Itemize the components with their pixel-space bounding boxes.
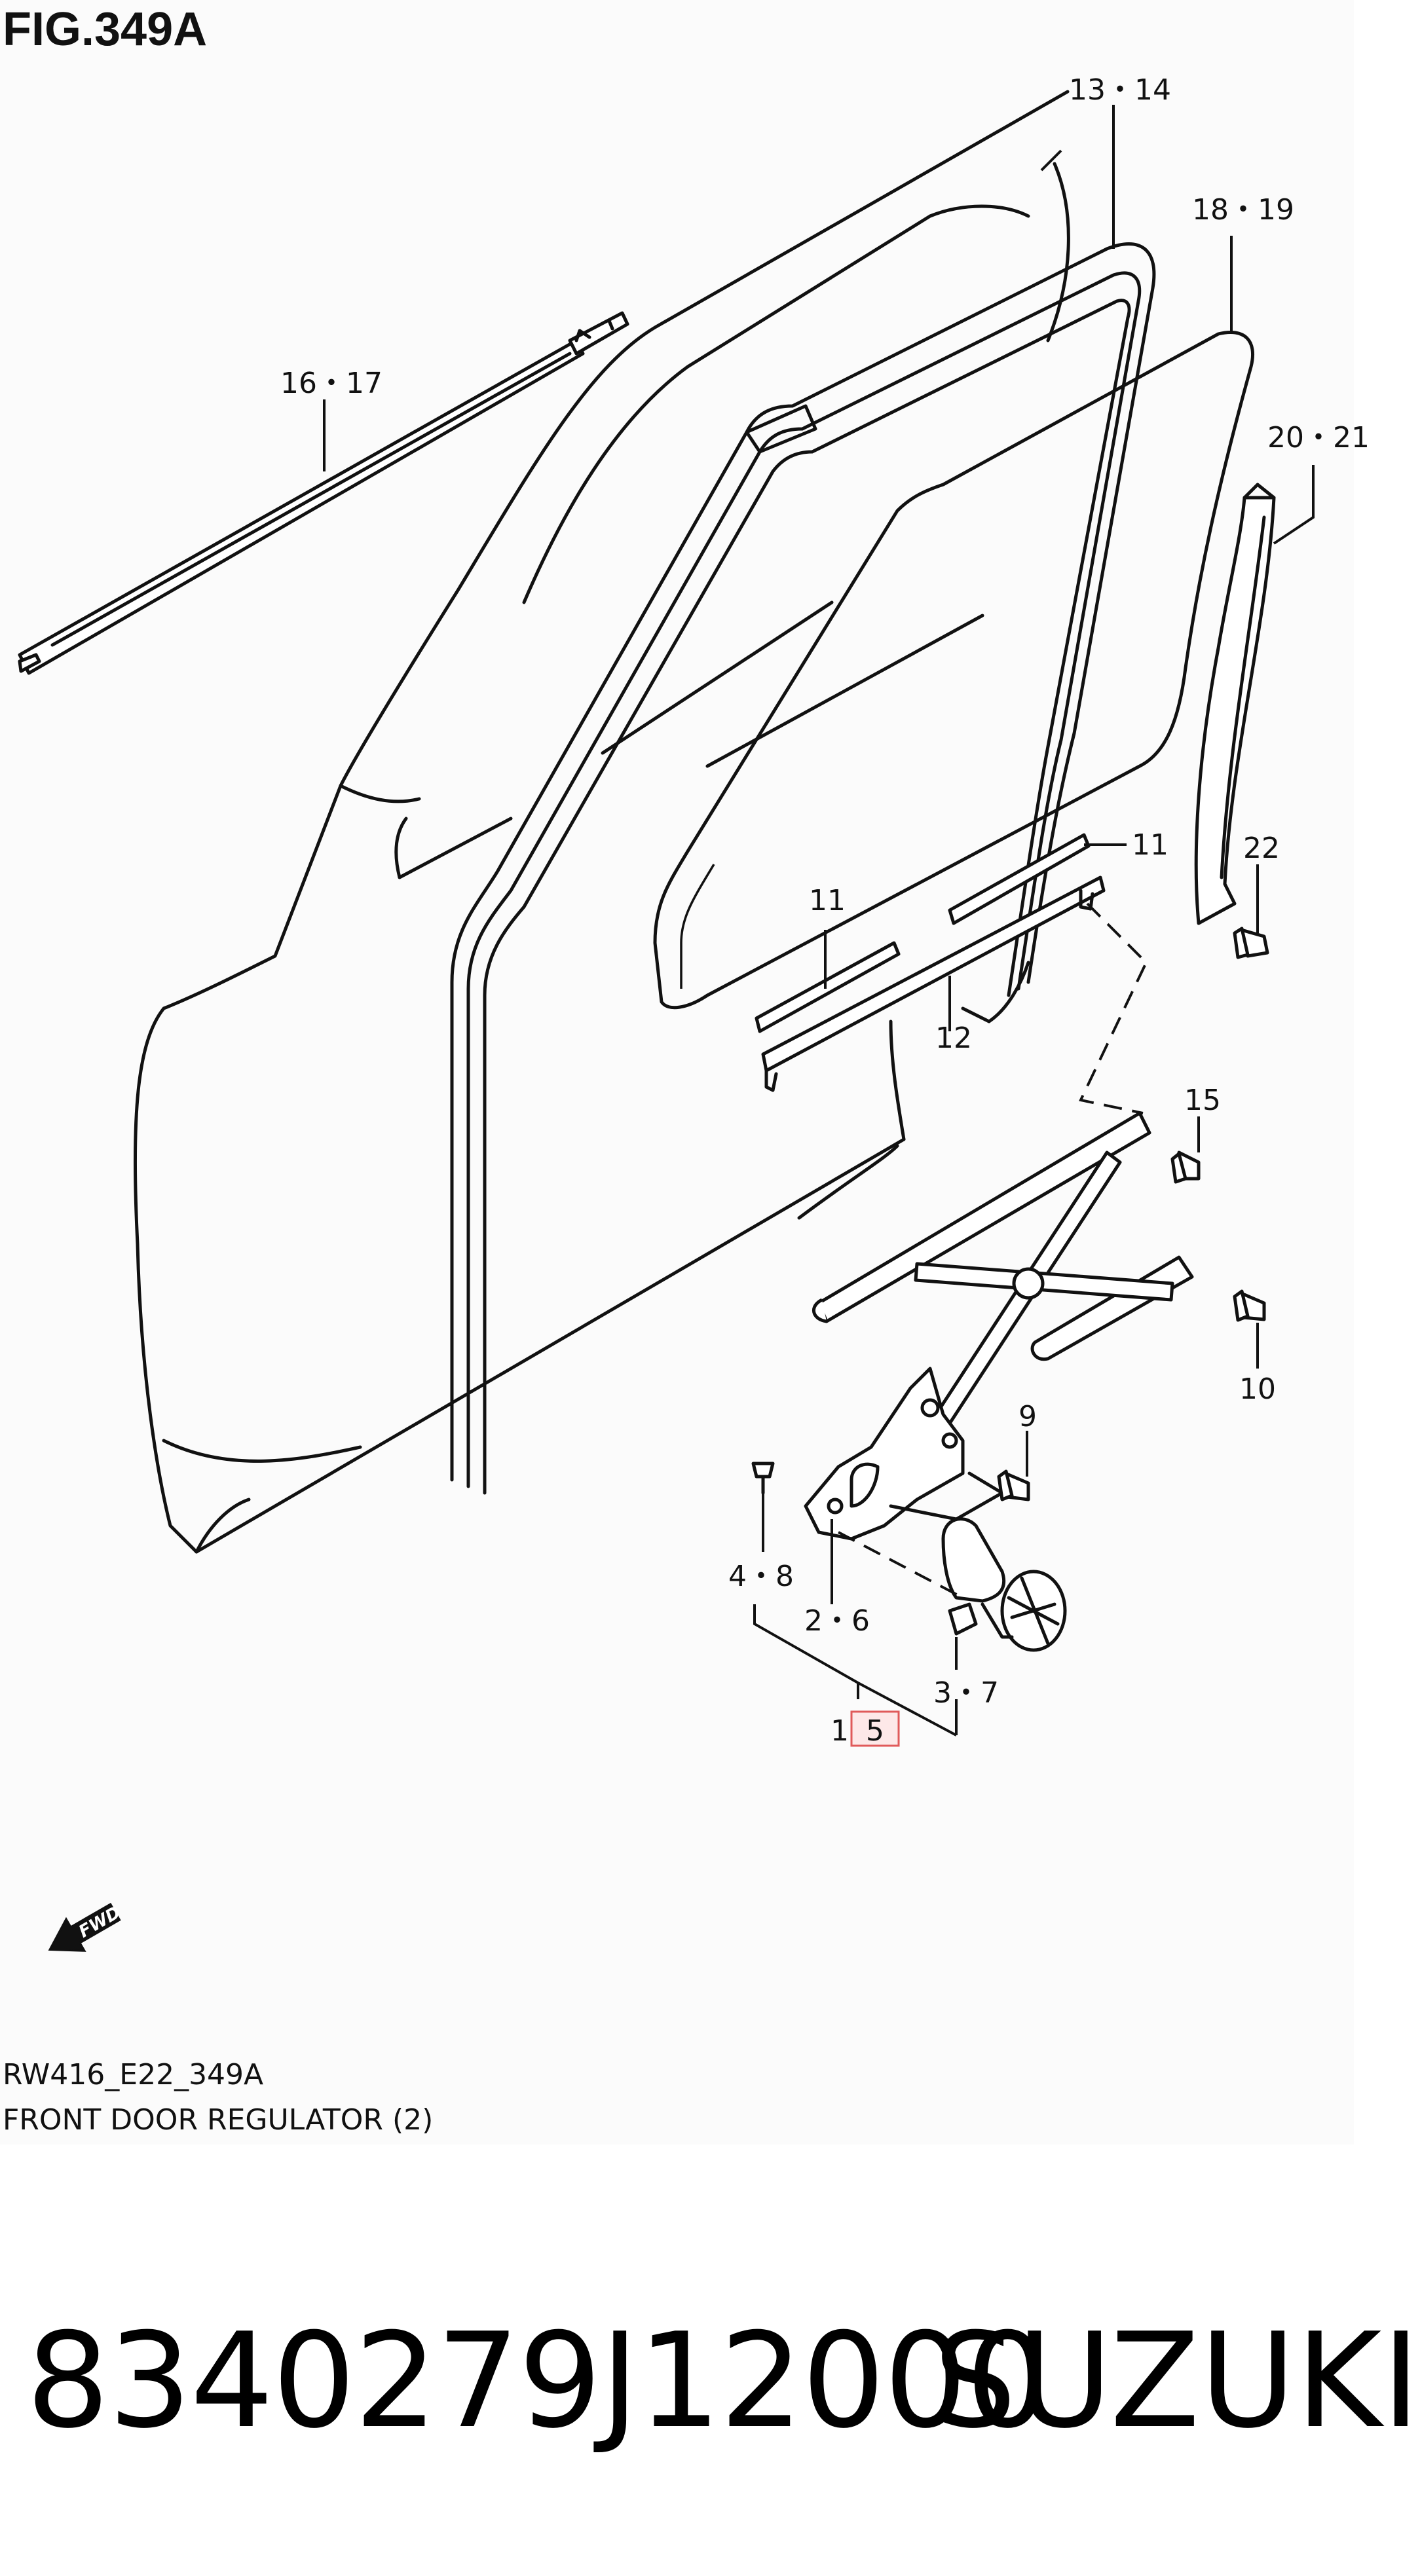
callout-2-6: 2・6 <box>804 1604 870 1638</box>
parts-diagram: 13・14 16・17 18・19 20・21 22 11 11 12 15 1… <box>18 73 1370 1952</box>
callout-11-right: 11 <box>1132 828 1168 862</box>
bolt-10-icon <box>1233 1289 1266 1322</box>
outer-molding-drawing <box>18 311 629 675</box>
bolt-4-8-icon <box>751 1462 775 1495</box>
bolt-15-icon <box>1170 1150 1201 1184</box>
diagram-caption: FRONT DOOR REGULATOR (2) <box>3 2103 434 2137</box>
callout-5: 5 <box>866 1714 884 1748</box>
callout-15: 15 <box>1184 1084 1221 1117</box>
callout-13-14: 13・14 <box>1069 73 1171 107</box>
bolt-9-icon <box>997 1469 1030 1501</box>
door-panel-drawing <box>133 90 1070 1554</box>
fwd-label: FWD <box>75 1903 124 1942</box>
callout-4-8: 4・8 <box>728 1560 794 1593</box>
part-number: 8340279J12000 <box>26 2305 1049 2457</box>
dashed-lines <box>838 902 1148 1599</box>
bolt-22-icon <box>1233 927 1269 959</box>
callout-9: 9 <box>1018 1400 1037 1433</box>
guide-rail-drawing <box>1194 483 1276 925</box>
callout-16-17: 16・17 <box>280 367 383 400</box>
diagram-code: RW416_E22_349A <box>3 2058 264 2091</box>
callout-5-highlight-box <box>850 1710 900 1747</box>
glass-strips-drawing <box>755 833 1106 1092</box>
callout-18-19: 18・19 <box>1192 193 1294 227</box>
leader-lines <box>323 90 1315 1737</box>
figure-title: FIG.349A <box>3 3 208 56</box>
fwd-arrow-icon: FWD <box>48 1903 124 1952</box>
callout-20-21: 20・21 <box>1267 421 1370 454</box>
callout-10: 10 <box>1239 1372 1276 1406</box>
door-seal-drawing <box>450 242 1156 1495</box>
callout-3-7: 3・7 <box>933 1676 999 1710</box>
window-glass-drawing <box>653 330 1255 1010</box>
callout-labels: 13・14 16・17 18・19 20・21 22 11 11 12 15 1… <box>280 73 1370 1748</box>
motor-drawing <box>941 1517 1067 1652</box>
diagram-panel: FIG.349A <box>3 3 1370 2137</box>
callout-22: 22 <box>1243 832 1280 865</box>
brand-name: SUZUKI <box>933 2305 1420 2457</box>
regulator-drawing <box>804 1111 1194 1541</box>
callout-12: 12 <box>935 1021 972 1055</box>
callout-11-left: 11 <box>809 884 846 917</box>
